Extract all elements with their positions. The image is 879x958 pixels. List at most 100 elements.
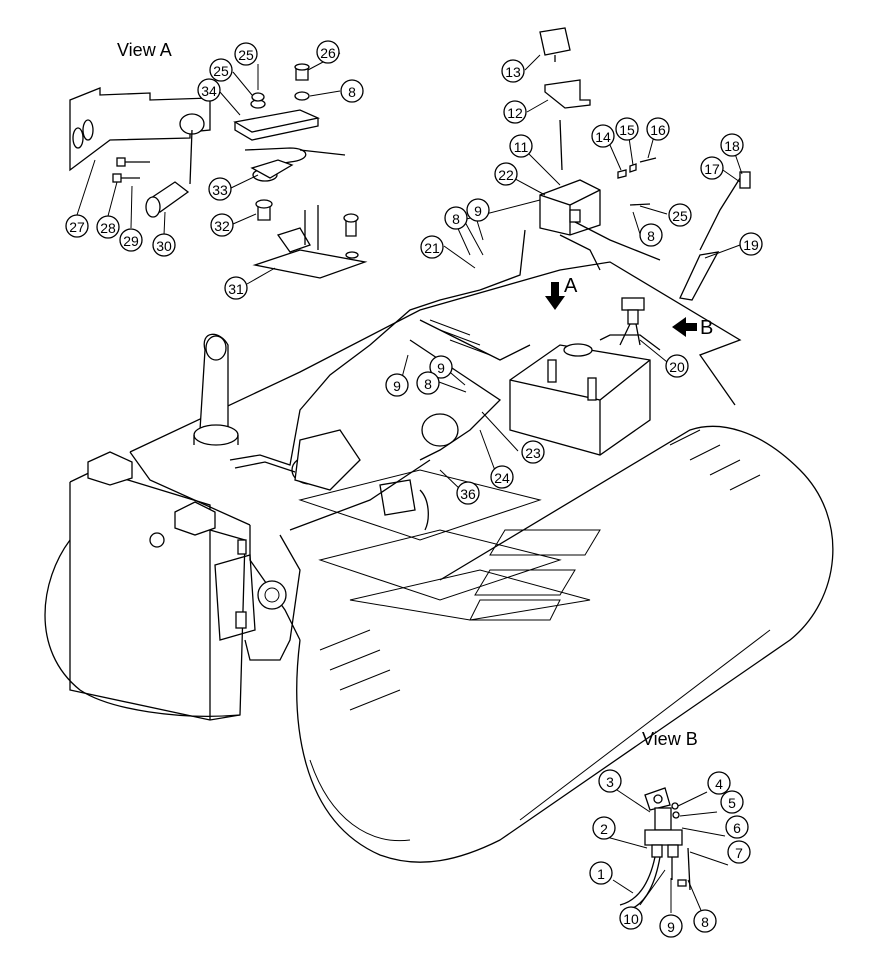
callout-number: 9 [474, 203, 482, 219]
callout-19: 19 [739, 232, 763, 256]
callout-circle [385, 373, 409, 397]
callout-number: 26 [320, 45, 336, 61]
view-a-group: View A [69, 40, 368, 279]
callout-number: 8 [701, 914, 709, 930]
callout-number: 21 [424, 240, 440, 256]
callout-circle [490, 465, 514, 489]
arrow-a [545, 282, 565, 310]
callout-number: 13 [505, 64, 521, 80]
mounting-bracket [69, 87, 211, 172]
callout-number: 8 [452, 211, 460, 227]
view-a-label: View A [117, 40, 172, 60]
callout-number: 19 [743, 237, 759, 253]
callout-3: 3 [598, 769, 622, 793]
callout-number: 32 [214, 218, 230, 234]
callout-24: 24 [490, 465, 514, 489]
callout-number: 3 [606, 774, 614, 790]
callout-21: 21 [420, 235, 444, 259]
deck-plates [298, 469, 601, 621]
callout-33: 33 [208, 177, 232, 201]
callout-circle [96, 215, 120, 239]
callout-12: 12 [503, 100, 527, 124]
callout-25: 25 [209, 58, 233, 82]
callout-circle [456, 481, 480, 505]
relay-assembly [539, 27, 661, 271]
callout-circle [727, 840, 751, 864]
callout-circle [598, 769, 622, 793]
callout-number: 18 [724, 138, 740, 154]
callout-number: 8 [424, 376, 432, 392]
callout-circle [668, 203, 692, 227]
callout-number: 34 [201, 83, 217, 99]
arrow-a-label: A [564, 275, 578, 297]
callout-23: 23 [521, 440, 545, 464]
callout-22: 22 [494, 162, 518, 186]
callout-number: 27 [69, 219, 85, 235]
callout-circle [429, 355, 453, 379]
callout-9: 9 [659, 914, 683, 938]
callout-circle [720, 790, 744, 814]
callout-number: 25 [213, 63, 229, 79]
callout-number: 29 [123, 233, 139, 249]
callout-16: 16 [646, 117, 670, 141]
callout-circle [521, 440, 545, 464]
callout-number: 9 [667, 919, 675, 935]
callout-circle [234, 42, 258, 66]
starter-motor [291, 413, 459, 516]
callout-13: 13 [501, 59, 525, 83]
callout-circle [65, 214, 89, 238]
callout-18: 18 [720, 133, 744, 157]
callout-circle [503, 100, 527, 124]
leader-lines [76, 52, 743, 916]
callout-15: 15 [615, 117, 639, 141]
callout-circle [509, 134, 533, 158]
callout-circle [210, 213, 234, 237]
callout-1: 1 [589, 861, 613, 885]
callout-number: 15 [619, 122, 635, 138]
callout-circle [693, 909, 717, 933]
rod-assembly [679, 171, 751, 301]
callout-circle [340, 79, 364, 103]
callout-4: 4 [707, 771, 731, 795]
view-b-label: View B [642, 729, 698, 749]
callout-circle [420, 235, 444, 259]
callout-circle [466, 198, 490, 222]
callout-circle [725, 815, 749, 839]
callout-number: 20 [669, 359, 685, 375]
track-right [296, 425, 834, 863]
callout-circle [316, 40, 340, 64]
callout-25: 25 [234, 42, 258, 66]
callout-circle [592, 816, 616, 840]
callout-8: 8 [639, 223, 663, 247]
callout-28: 28 [96, 215, 120, 239]
callout-number: 10 [623, 911, 639, 927]
callout-number: 36 [460, 486, 476, 502]
callout-8: 8 [340, 79, 364, 103]
callout-circle [707, 771, 731, 795]
callout-circle [208, 177, 232, 201]
callout-number: 22 [498, 167, 514, 183]
callout-5: 5 [720, 790, 744, 814]
callout-26: 26 [316, 40, 340, 64]
callout-9: 9 [385, 373, 409, 397]
callout-circle [619, 906, 643, 930]
callout-number: 14 [595, 129, 611, 145]
callout-circle [416, 371, 440, 395]
callout-circle [739, 232, 763, 256]
callout-17: 17 [700, 156, 724, 180]
callout-number: 17 [704, 161, 720, 177]
battery-switch-main [619, 297, 645, 346]
callout-number: 25 [238, 47, 254, 63]
callout-25: 25 [668, 203, 692, 227]
callout-36: 36 [456, 481, 480, 505]
callout-number: 30 [156, 238, 172, 254]
callout-number: 1 [597, 866, 605, 882]
callout-circle [659, 914, 683, 938]
callout-number: 25 [672, 208, 688, 224]
alternator [257, 580, 287, 610]
callout-circle [494, 162, 518, 186]
machine-body [44, 229, 834, 863]
callout-11: 11 [509, 134, 533, 158]
